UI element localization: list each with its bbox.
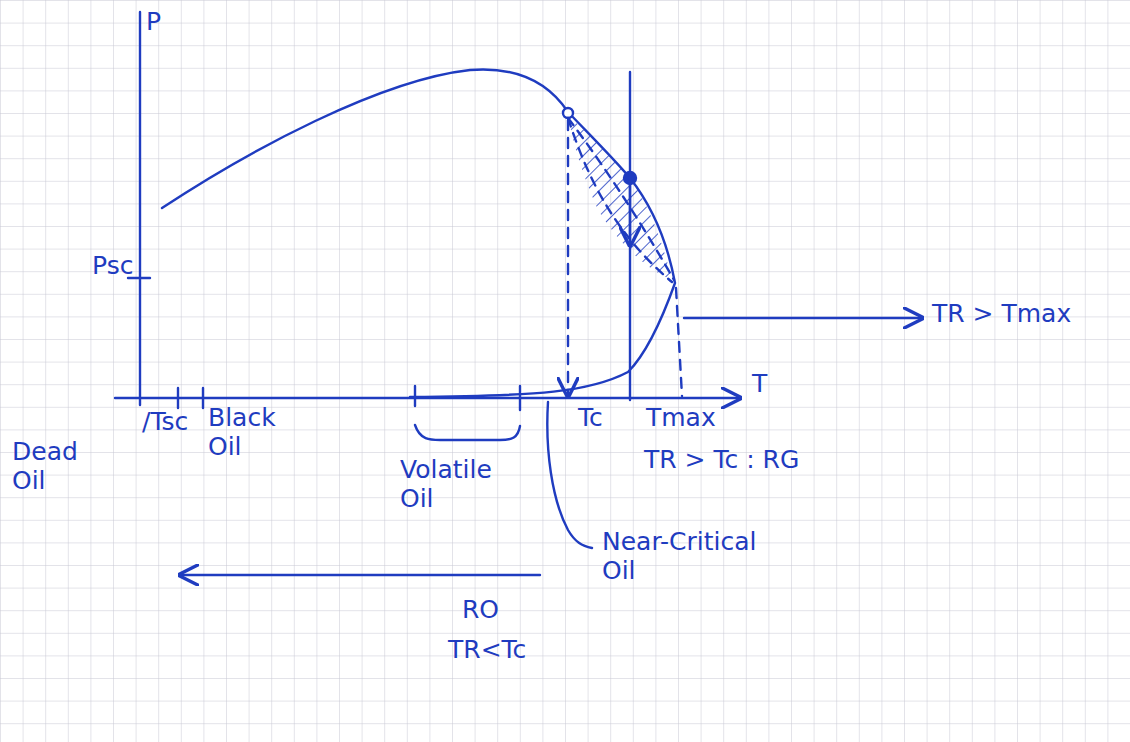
axis-tick-label: Tc	[578, 404, 628, 433]
axis-tick-label: Tmax	[646, 404, 726, 433]
region-label: Volatile Oil	[400, 456, 530, 514]
condition-note: TR > Tmax	[932, 300, 1122, 329]
condition-note: TR<Tc	[448, 636, 568, 665]
region-label: Near-Critical Oil	[602, 528, 782, 586]
region-label: Black Oil	[208, 404, 298, 462]
condition-note: TR > Tc : RG	[644, 446, 884, 475]
axis-label: T	[752, 370, 792, 399]
axis-tick-label: Psc	[92, 252, 152, 281]
fluid-type-label: RO	[462, 596, 522, 625]
axis-label: P	[146, 8, 186, 37]
region-label: Dead Oil	[12, 438, 112, 496]
